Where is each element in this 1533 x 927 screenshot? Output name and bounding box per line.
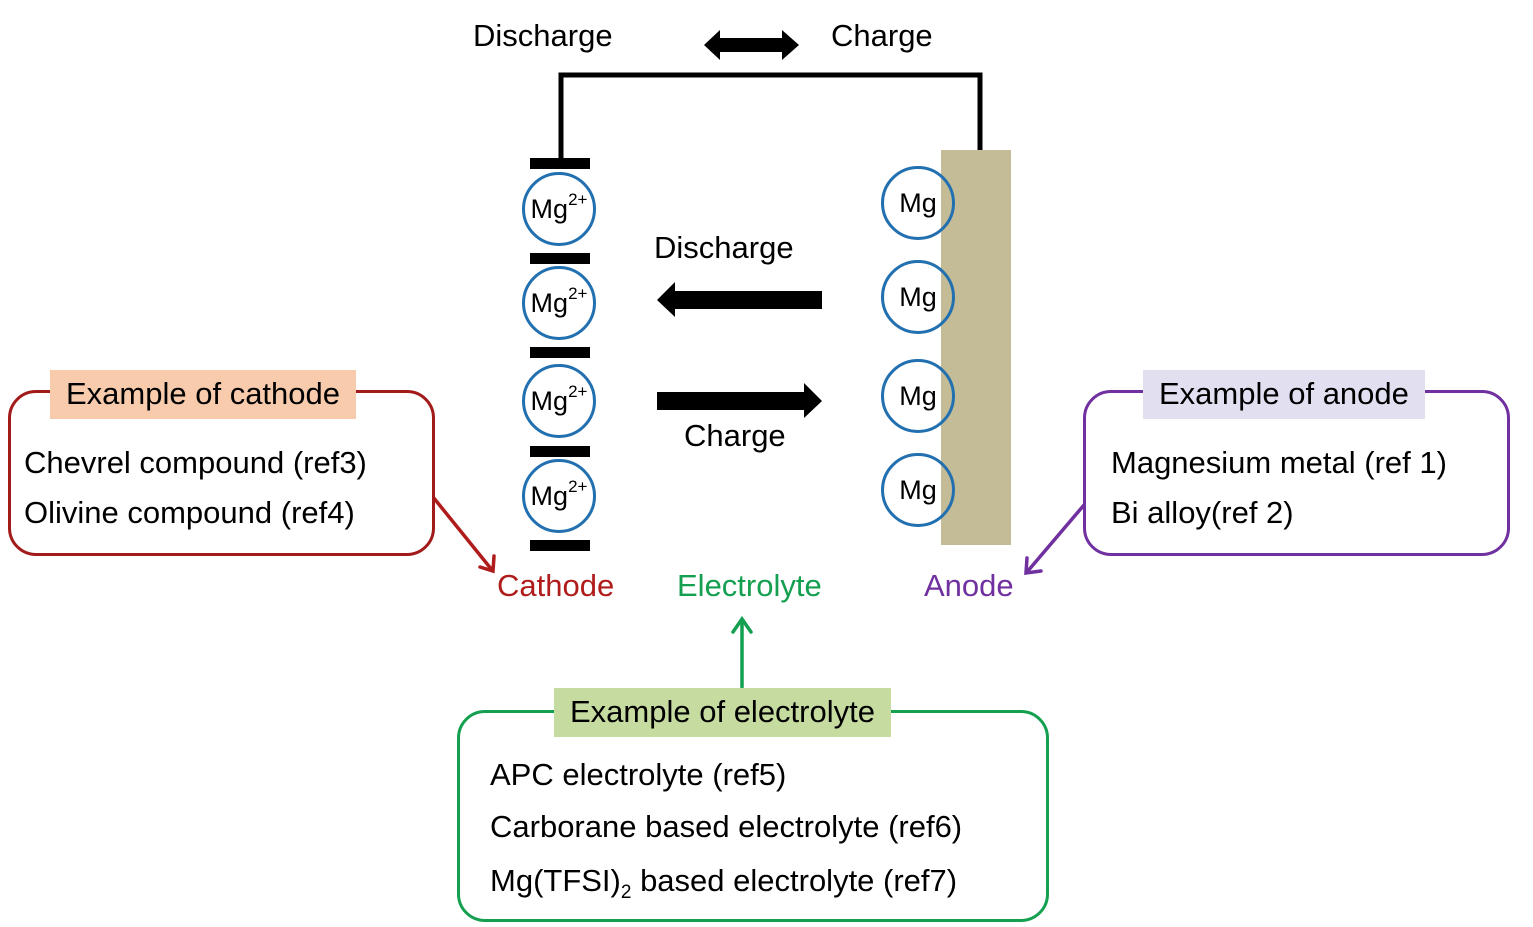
electrolyte-example-item: APC electrolyte (ref5) (490, 757, 787, 792)
atom-symbol: Mg (899, 474, 937, 505)
discharge-direction-label: Discharge (654, 230, 794, 265)
ion-symbol: Mg (530, 193, 569, 224)
atom-symbol: Mg (899, 380, 937, 411)
atom-symbol: Mg (899, 187, 937, 218)
top-discharge-label: Discharge (473, 18, 613, 53)
electrolyte-example-item: Mg(TFSI)2 based electrolyte (ref7) (490, 863, 958, 902)
anode-label: Anode (924, 568, 1014, 603)
formula-text: Mg(TFSI) (490, 863, 621, 898)
cathode-plate (530, 158, 590, 169)
ion-symbol: Mg (530, 480, 569, 511)
mg-atom: Mg (881, 260, 955, 334)
ion-charge: 2+ (568, 190, 588, 209)
anode-pointer-arrow (1024, 503, 1086, 576)
anode-example-title: Example of anode (1143, 370, 1425, 419)
formula-subscript: 2 (620, 882, 632, 903)
cathode-plate (530, 253, 590, 264)
external-circuit-wire (558, 72, 983, 164)
ion-charge: 2+ (568, 477, 588, 496)
charge-direction-label: Charge (684, 418, 786, 453)
cathode-plate (530, 347, 590, 358)
anode-example-item: Bi alloy(ref 2) (1111, 495, 1294, 530)
formula-suffix: based electrolyte (ref7) (631, 863, 958, 898)
anode-example-item: Magnesium metal (ref 1) (1111, 445, 1447, 480)
cathode-pointer-arrow (431, 495, 496, 574)
cathode-example-title: Example of cathode (50, 370, 357, 419)
electrolyte-example-item: Carborane based electrolyte (ref6) (490, 809, 963, 844)
ion-charge: 2+ (568, 382, 588, 401)
cathode-label: Cathode (497, 568, 615, 603)
atom-symbol: Mg (899, 281, 937, 312)
mg-atom: Mg (881, 359, 955, 433)
ion-symbol: Mg (530, 287, 569, 318)
mg-atom: Mg (881, 453, 955, 527)
cathode-plate (530, 540, 590, 551)
electrolyte-label: Electrolyte (677, 568, 822, 603)
discharge-arrow-icon (657, 282, 822, 317)
ion-symbol: Mg (530, 385, 569, 416)
ion-charge: 2+ (568, 284, 588, 303)
cathode-example-item: Olivine compound (ref4) (24, 495, 355, 530)
double-arrow-icon (704, 30, 799, 60)
mg-atom: Mg (881, 166, 955, 240)
electrolyte-example-title: Example of electrolyte (554, 688, 891, 737)
electrolyte-example-box (457, 710, 1049, 922)
cathode-example-item: Chevrel compound (ref3) (24, 445, 367, 480)
charge-arrow-icon (657, 383, 822, 418)
cathode-plate (530, 446, 590, 457)
top-charge-label: Charge (831, 18, 933, 53)
electrolyte-pointer-arrow (731, 615, 753, 689)
